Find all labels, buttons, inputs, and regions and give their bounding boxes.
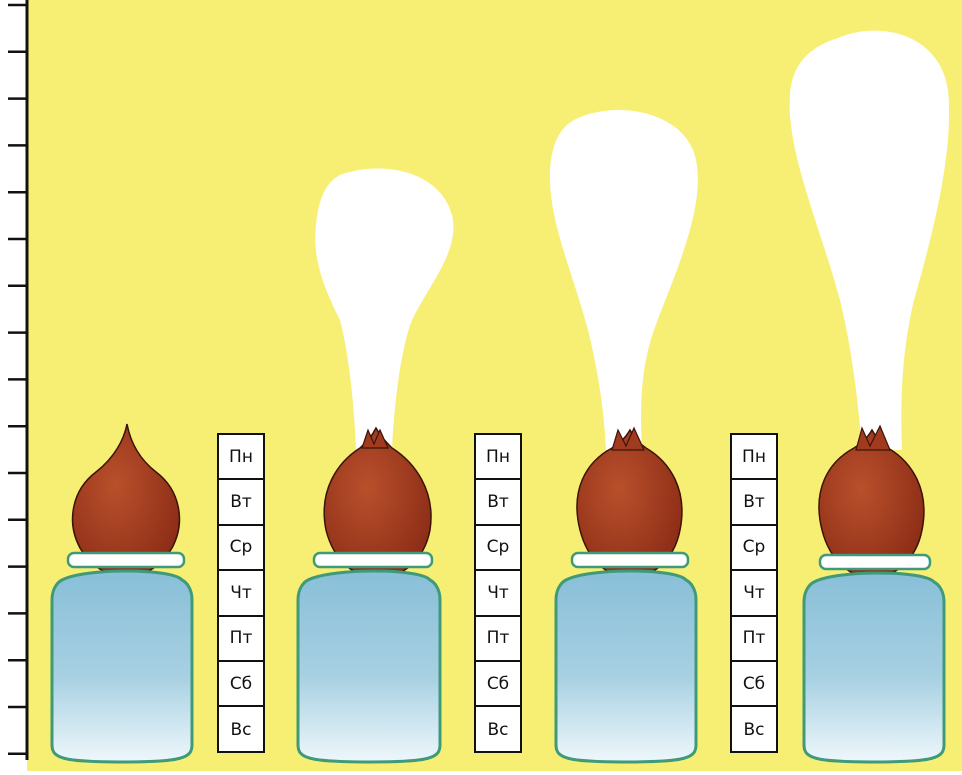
jar-rim bbox=[572, 553, 688, 567]
weekday-mon: Пн bbox=[219, 435, 263, 480]
weekday-wed: Ср bbox=[476, 526, 520, 571]
jar-body bbox=[804, 573, 944, 762]
weekday-tue: Вт bbox=[219, 480, 263, 525]
weekday-sat: Сб bbox=[732, 662, 776, 707]
jar-body bbox=[556, 571, 696, 762]
weekday-mon: Пн bbox=[476, 435, 520, 480]
weekday-thu: Чт bbox=[219, 571, 263, 616]
jar-rim bbox=[820, 555, 930, 569]
weekday-thu: Чт bbox=[732, 571, 776, 616]
weekday-sat: Сб bbox=[476, 662, 520, 707]
jar-body bbox=[52, 571, 192, 762]
jar-rim bbox=[68, 553, 184, 567]
weekday-sun: Вс bbox=[476, 707, 520, 752]
weekday-fri: Пт bbox=[732, 617, 776, 662]
weekday-wed: Ср bbox=[219, 526, 263, 571]
weekday-column-2: Пн Вт Ср Чт Пт Сб Вс bbox=[474, 433, 522, 753]
weekday-wed: Ср bbox=[732, 526, 776, 571]
weekday-column-1: Пн Вт Ср Чт Пт Сб Вс bbox=[217, 433, 265, 753]
weekday-fri: Пт bbox=[476, 617, 520, 662]
weekday-fri: Пт bbox=[219, 617, 263, 662]
weekday-sun: Вс bbox=[219, 707, 263, 752]
weekday-mon: Пн bbox=[732, 435, 776, 480]
weekday-sat: Сб bbox=[219, 662, 263, 707]
weekday-column-3: Пн Вт Ср Чт Пт Сб Вс bbox=[730, 433, 778, 753]
weekday-tue: Вт bbox=[476, 480, 520, 525]
left-margin bbox=[0, 0, 27, 771]
weekday-thu: Чт bbox=[476, 571, 520, 616]
weekday-tue: Вт bbox=[732, 480, 776, 525]
weekday-sun: Вс bbox=[732, 707, 776, 752]
jar-rim bbox=[314, 553, 432, 567]
jar-body bbox=[298, 571, 440, 762]
